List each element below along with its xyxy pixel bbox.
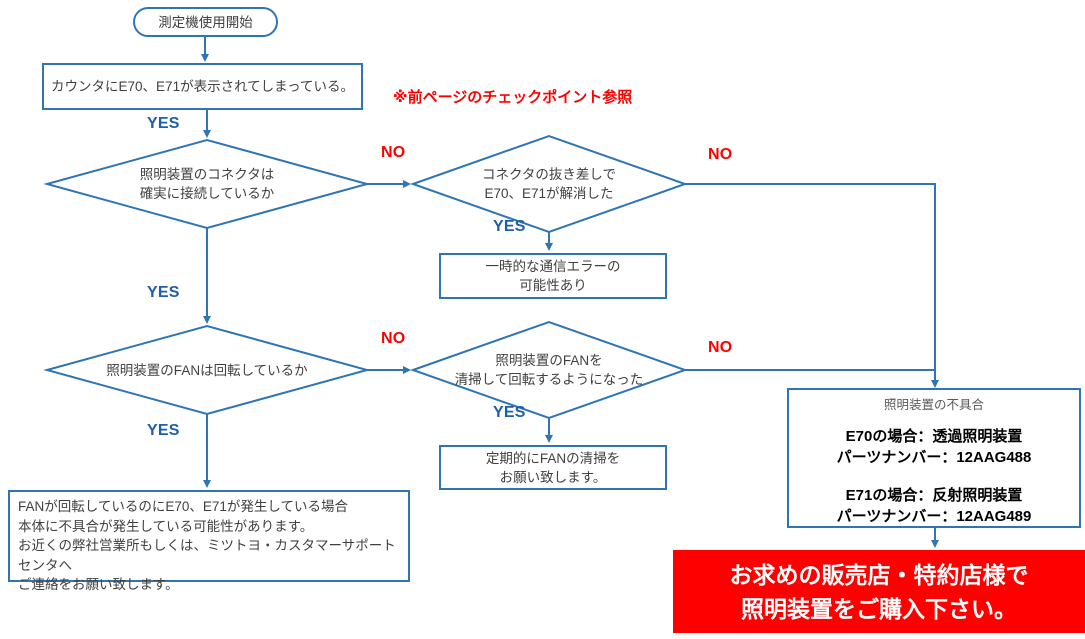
purchase-line1: お求めの販売店・特約店様で — [729, 561, 1029, 588]
fan-clean-line2: お願い致します。 — [499, 469, 607, 485]
fan-clean-line1: 定期的にFANの清掃を — [485, 450, 621, 466]
diamond-connector-line2: 確実に接続しているか — [139, 186, 275, 201]
yes-label-connector: YES — [147, 284, 180, 301]
no-label-fan: NO — [381, 330, 406, 347]
contact-line4: ご連絡をお願い致します。 — [18, 577, 179, 592]
diamond-replug-text: コネクタの抜き差しで E70、E71が解消した — [439, 160, 659, 208]
diamond-replug-line1: コネクタの抜き差しで — [481, 167, 617, 182]
contact-support-box: FANが回転しているのにE70、E71が発生している場合 本体に不具合が発生して… — [8, 490, 410, 592]
diamond-fanclean-line1: 照明装置のFANを — [495, 353, 603, 368]
yes-label-fan: YES — [147, 422, 180, 439]
diamond-connector-text: 照明装置のコネクタは 確実に接続しているか — [97, 160, 317, 208]
parts-e71-block: E71の場合：反射照明装置 パーツナンバー：12AAG489 — [789, 485, 1079, 527]
parts-title: 照明装置の不具合 — [883, 398, 984, 412]
no-label-connector: NO — [381, 144, 406, 161]
contact-line3: お近くの弊社営業所もしくは、ミツトヨ・カスタマーサポートセンタへ — [18, 538, 396, 573]
diamond-fanclean-text: 照明装置のFANを 清掃して回転するようになった — [439, 346, 659, 394]
yes-label-replug: YES — [493, 218, 526, 235]
comm-error-line1: 一時的な通信エラーの — [485, 259, 621, 274]
diamond-replug-line2: E70、E71が解消した — [484, 186, 614, 201]
no-label-fanclean: NO — [708, 339, 733, 356]
parts-e70-block: E70の場合：透過照明装置 パーツナンバー：12AAG488 — [789, 426, 1079, 468]
yes-label-counter: YES — [147, 115, 180, 132]
fan-clean-box: 定期的にFANの清掃を お願い致します。 — [439, 445, 667, 490]
diamond-fan-line1: 照明装置のFANは回転しているか — [106, 362, 308, 378]
diamond-replug-check — [409, 134, 689, 234]
contact-line2: 本体に不具合が発生している可能性があります。 — [18, 518, 314, 534]
parts-e71-number: パーツナンバー：12AAG489 — [836, 508, 1032, 525]
arrow-replug-no-to-parts — [685, 183, 939, 388]
diamond-fan-check — [43, 324, 371, 416]
parts-info-box: 照明装置の不具合 E70の場合：透過照明装置 パーツナンバー：12AAG488 … — [787, 388, 1081, 528]
start-node: 測定機使用開始 — [133, 7, 278, 37]
parts-e70-name: E70の場合：透過照明装置 — [845, 428, 1023, 445]
parts-e70-number: パーツナンバー：12AAG488 — [836, 449, 1032, 466]
diamond-connector-check — [43, 138, 371, 230]
diamond-fan-text: 照明装置のFANは回転しているか — [77, 360, 337, 380]
counter-error-label: カウンタにE70、E71が表示されてしまっている。 — [51, 79, 354, 94]
diamond-connector-line1: 照明装置のコネクタは — [139, 167, 275, 182]
comm-error-line2: 可能性あり — [519, 278, 587, 293]
yes-label-fanclean: YES — [493, 404, 526, 421]
no-label-replug: NO — [708, 146, 733, 163]
parts-e71-name: E71の場合：反射照明装置 — [845, 487, 1023, 504]
comm-error-box: 一時的な通信エラーの 可能性あり — [439, 253, 667, 299]
diamond-fanclean-line2: 清掃して回転するようになった — [454, 372, 644, 387]
purchase-line2: 照明装置をご購入下さい。 — [741, 595, 1017, 622]
diamond-fanclean-check — [409, 320, 689, 420]
purchase-alert-box: お求めの販売店・特約店様で 照明装置をご購入下さい。 — [673, 550, 1085, 633]
start-label: 測定機使用開始 — [158, 14, 253, 30]
counter-error-box: カウンタにE70、E71が表示されてしまっている。 — [42, 63, 363, 110]
checkpoint-note: ※前ページのチェックポイント参照 — [393, 89, 633, 106]
contact-line1: FANが回転しているのにE70、E71が発生している場合 — [18, 499, 348, 514]
